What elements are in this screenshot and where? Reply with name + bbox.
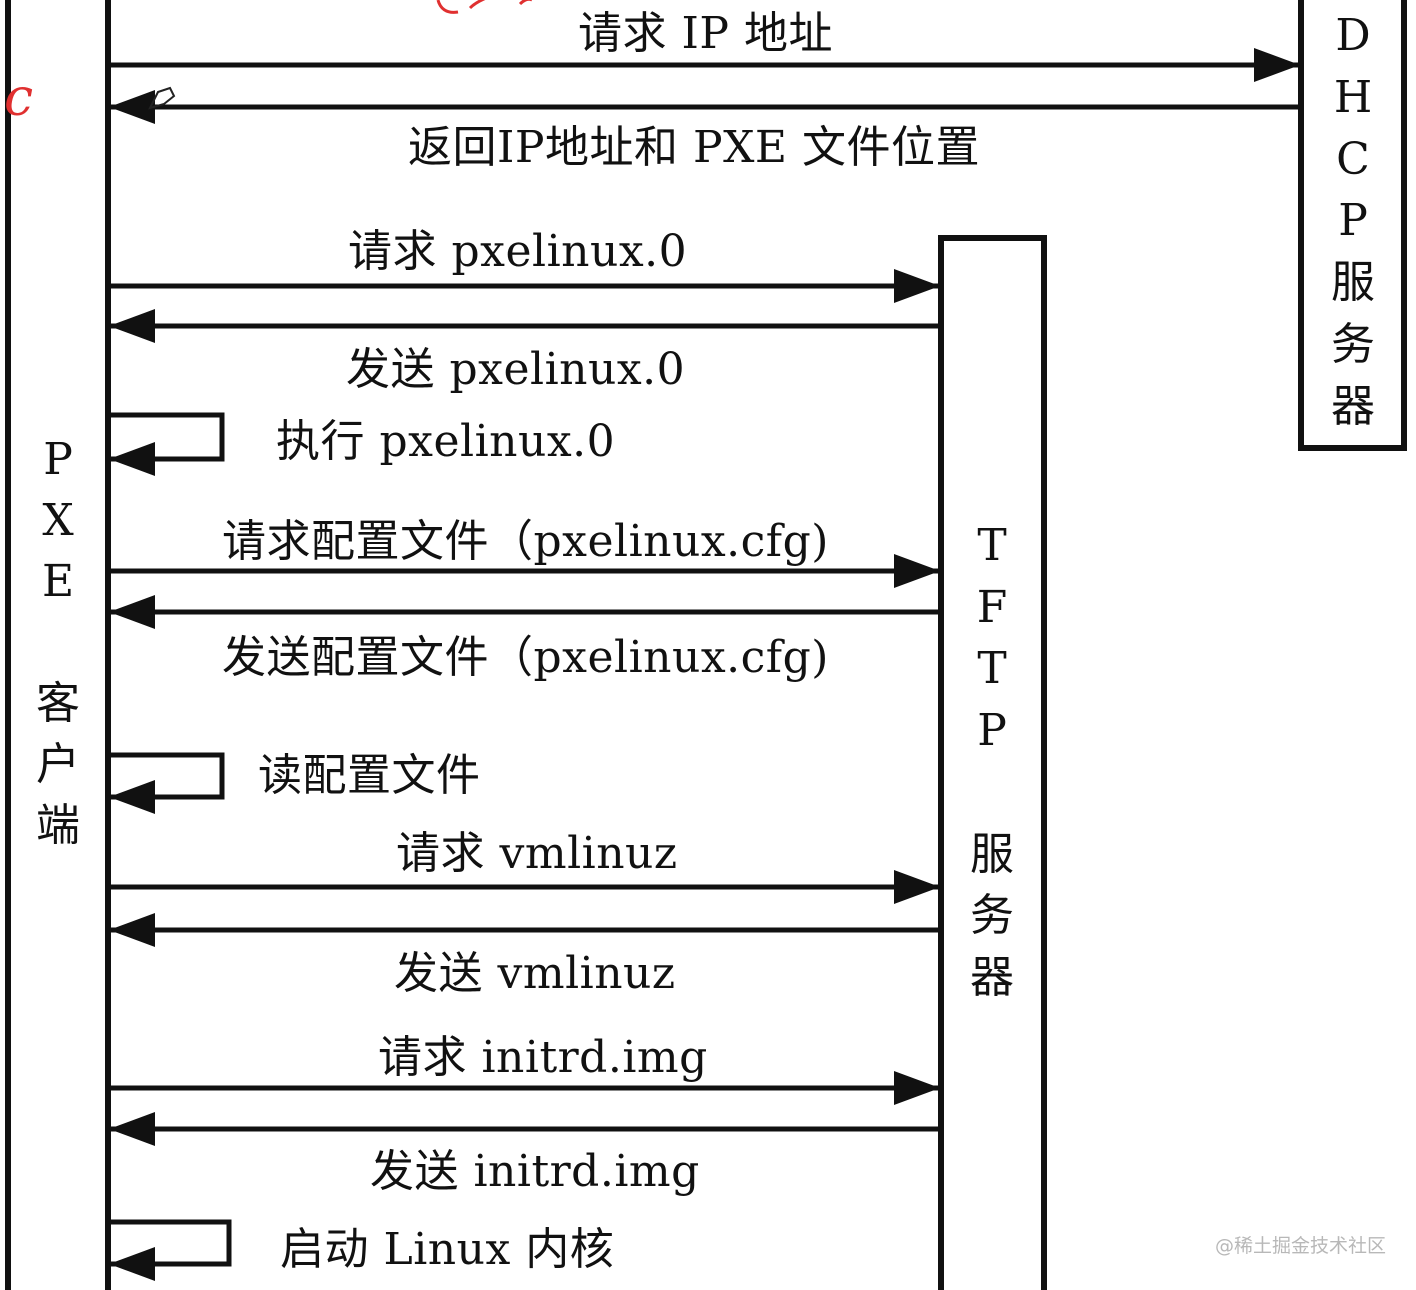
pen-cursor-icon <box>148 86 176 110</box>
pxe-client-label-char: E <box>41 556 75 607</box>
msg-send-config: 发送配置文件（pxelinux.cfg) <box>222 632 829 683</box>
red-scribble-top <box>436 0 532 14</box>
dhcp-server-label-char: 器 <box>1331 380 1375 432</box>
msg-send-pxelinux: 发送 pxelinux.0 <box>346 344 686 395</box>
msg-request-pxelinux: 请求 pxelinux.0 <box>348 226 688 277</box>
tftp-server-label-char <box>985 771 999 815</box>
msg-send-vmlinuz: 发送 vmlinuz <box>394 948 676 999</box>
pxe-client-label-char: 端 <box>36 800 80 851</box>
dhcp-server-label-char: 服 <box>1331 257 1375 309</box>
tftp-server-box <box>938 235 1047 1290</box>
tftp-server-label-char: P <box>977 705 1007 757</box>
dhcp-server-label-char: P <box>1338 195 1368 247</box>
self-loop-read-config <box>109 752 225 814</box>
self-loop-boot-kernel <box>109 1219 232 1281</box>
tftp-server-label-char: 器 <box>970 951 1014 1003</box>
handwritten-annotation: c <box>4 68 34 128</box>
pxe-client-label-char: P <box>43 434 73 485</box>
msg-return-ip-and-pxe-location: 返回IP地址和 PXE 文件位置 <box>408 122 981 173</box>
dhcp-server-label-char: D <box>1335 10 1371 61</box>
dhcp-server-label-char: H <box>1333 71 1373 123</box>
tftp-server-label-char: T <box>977 520 1007 571</box>
msg-boot-linux-kernel: 启动 Linux 内核 <box>280 1224 615 1275</box>
msg-request-vmlinuz: 请求 vmlinuz <box>396 828 678 879</box>
dhcp-server-label-char: 务 <box>1331 319 1375 371</box>
tftp-server-label-char: 服 <box>970 828 1014 880</box>
dhcp-server-label-char: C <box>1336 133 1370 185</box>
msg-exec-pxelinux: 执行 pxelinux.0 <box>276 416 616 467</box>
msg-request-ip: 请求 IP 地址 <box>578 8 833 59</box>
msg-read-config: 读配置文件 <box>258 750 481 801</box>
msg-request-config: 请求配置文件（pxelinux.cfg) <box>222 516 829 567</box>
pxe-client-box <box>5 0 111 1290</box>
pxe-client-label-char <box>51 621 65 665</box>
dhcp-server-box <box>1298 0 1407 451</box>
pxe-client-label-char: X <box>42 495 74 546</box>
msg-send-initrd: 发送 initrd.img <box>370 1146 700 1197</box>
pxe-client-label-char: 客 <box>36 678 80 729</box>
tftp-server-label-char: T <box>977 643 1007 695</box>
self-loop-exec-pxelinux <box>109 412 225 476</box>
watermark: @稀土掘金技术社区 <box>1214 1235 1386 1257</box>
tftp-server-label-char: 务 <box>970 890 1014 942</box>
msg-request-initrd: 请求 initrd.img <box>378 1032 708 1083</box>
pxe-client-label-char: 户 <box>36 739 80 790</box>
tftp-server-label-char: F <box>976 581 1008 633</box>
